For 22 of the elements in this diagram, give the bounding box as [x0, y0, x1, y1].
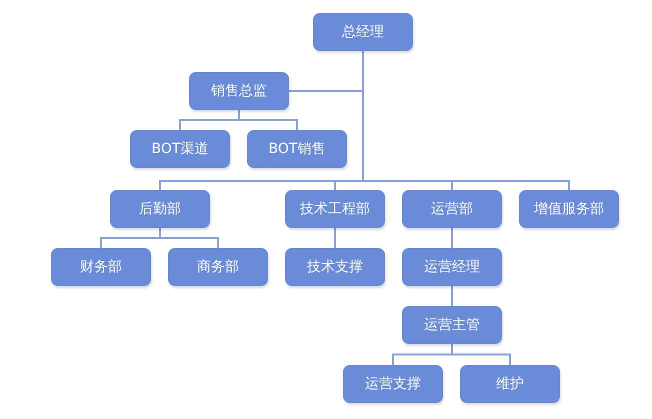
connector-line	[362, 51, 570, 190]
org-box: 后勤部	[110, 190, 210, 228]
org-box: 总经理	[313, 13, 413, 51]
connector-line	[334, 228, 336, 248]
org-box: 增值服务部	[519, 190, 619, 228]
org-box: 运营主管	[402, 306, 502, 344]
org-box: 维护	[460, 365, 560, 403]
connector-line	[451, 286, 453, 306]
connector-line	[451, 228, 453, 248]
org-box: 运营部	[402, 190, 502, 228]
connector-line	[238, 110, 298, 130]
org-box: 销售总监	[189, 72, 289, 110]
org-box: 财务部	[51, 248, 151, 286]
connector-line	[159, 228, 219, 248]
org-box: 技术支撑	[285, 248, 385, 286]
org-box: 运营支撑	[343, 365, 443, 403]
org-box: 商务部	[168, 248, 268, 286]
org-box: BOT渠道	[130, 130, 230, 168]
org-box: 技术工程部	[285, 190, 385, 228]
org-box: BOT销售	[247, 130, 347, 168]
connector-line	[451, 344, 511, 365]
org-box: 运营经理	[402, 248, 502, 286]
